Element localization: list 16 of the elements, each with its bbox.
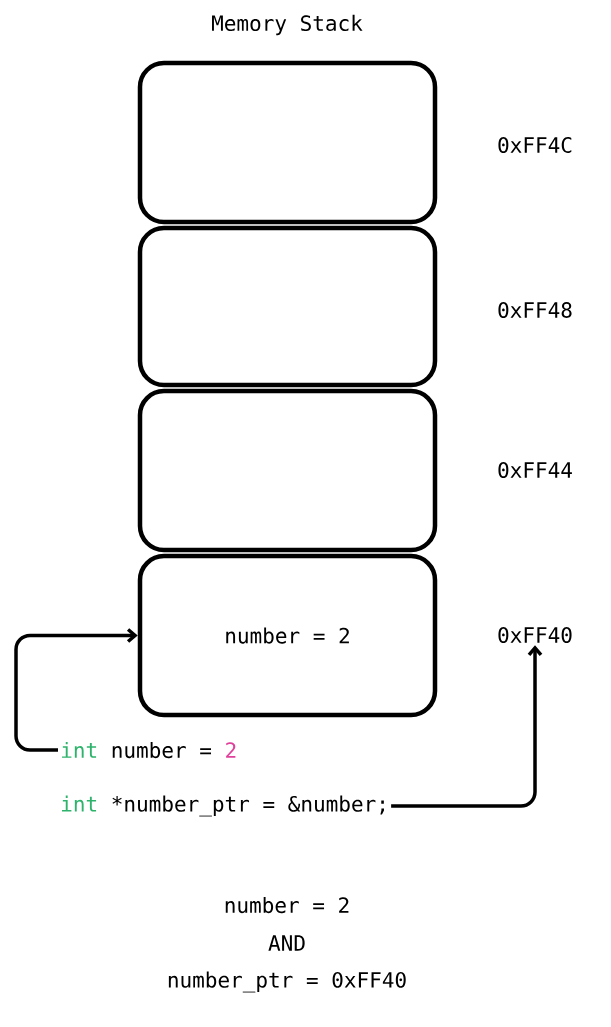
memory-cell (137, 388, 438, 553)
result-text: number_ptr = 0xFF40 (168, 971, 406, 993)
result-text: AND (268, 935, 305, 951)
address-label: 0xFF40 (498, 627, 572, 643)
code-line: int *number_ptr = &number; (62, 795, 384, 817)
memory-cell (137, 60, 438, 225)
result-text: number = 2 (225, 896, 349, 914)
title: Memory Stack (212, 14, 363, 36)
address-label: 0xFF48 (498, 302, 572, 318)
address-label: 0xFF44 (498, 462, 572, 478)
arrow (14, 628, 138, 752)
memory-cell: number = 2 (137, 553, 438, 718)
code-line: int number = 2 (62, 741, 236, 759)
address-label: 0xFF4C (498, 137, 572, 153)
arrow (391, 645, 543, 808)
memory-cell (137, 225, 438, 388)
